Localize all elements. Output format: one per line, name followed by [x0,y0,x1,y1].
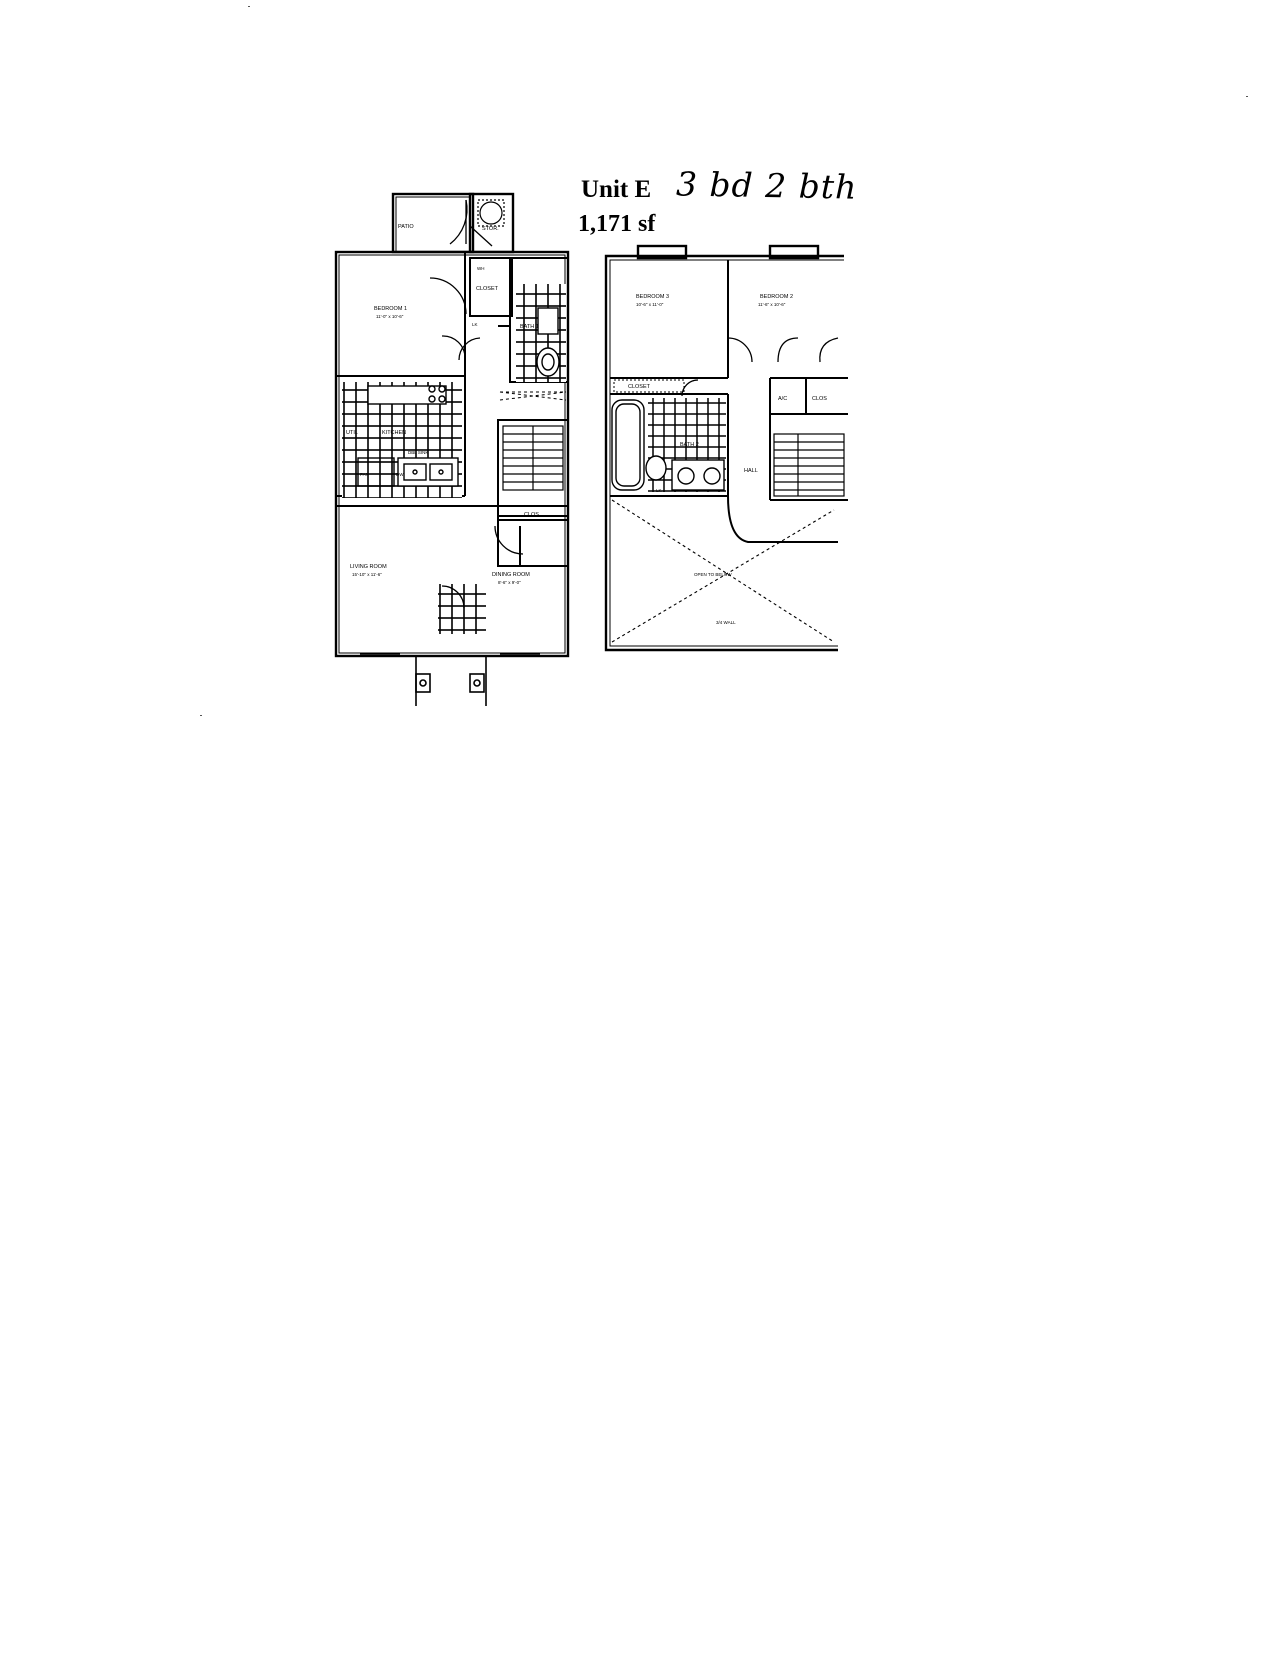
partial-wall-label: 3/4 WALL [716,620,736,625]
ac-label: A/C [778,396,787,402]
double-sink-label: DBL SINK [408,450,428,455]
linen-closet-label-level-2: LK [656,488,662,493]
closet-label-hall: CLOS [812,396,827,402]
handwritten-note: 3 bd 2 bth [675,164,858,207]
bedroom-2-label: BEDROOM 2 [760,294,793,300]
door-swings [429,199,524,609]
closet-label-level-1: CLOSET [476,286,499,292]
hall-label: HALL [744,468,758,474]
bath-2-fixtures [611,399,725,491]
kitchen-label: KITCHEN [382,430,406,436]
stairs-level-1 [502,425,564,491]
scan-speck [248,6,250,7]
scan-speck [1246,96,1248,97]
square-footage: 1,171 sf [578,211,656,237]
closet-shelf [613,379,685,393]
dishwasher-label: DW [396,472,404,477]
kitchen-fixtures [357,385,459,487]
utility-label: UTIL [346,430,358,436]
bedroom-1-dimensions: 11'-0" x 10'-6" [376,314,404,319]
floor-plan-level-2: BEDROOM 3 10'-6" x 11'-0" BEDROOM 2 11'-… [604,244,848,652]
dining-room-label: DINING ROOM [492,572,530,578]
beam-dashed [499,391,567,401]
open-to-below-marker [611,499,835,643]
living-room-label: LIVING ROOM [350,564,387,570]
bedroom-3-dimensions: 10'-6" x 11'-0" [636,302,664,307]
linen-closet-label: LK [472,322,478,327]
closet-label-level-2: CLOSET [628,384,651,390]
storage-label: STOR. [482,226,499,232]
patio-label: PATIO [398,224,414,230]
living-room-dimensions: 15'-10" x 11'-6" [352,572,382,577]
bedroom-1-label: BEDROOM 1 [374,306,407,312]
wh-label: WH [477,266,485,271]
floor-plan-level-1: PATIO STOR. WH CLOSET BEDROOM 1 11'-0" x… [334,192,570,706]
bedroom-3-label: BEDROOM 3 [636,294,669,300]
dining-room-dimensions: 8'-6" x 9'-0" [498,580,521,585]
bath-2-label: BATH 2 [680,442,699,448]
door-swings-level-2 [681,337,839,397]
bath-1-fixtures [536,307,560,377]
interior-walls-level-2 [610,260,848,543]
front-porch [415,656,487,706]
closet-label-entry: CLOS [524,512,539,518]
unit-label: Unit E [581,176,652,203]
pantry-label: PAN [360,472,369,477]
open-to-below-label: OPEN TO BELOW [694,572,732,577]
water-heater [477,199,505,227]
bath-1-label: BATH 1 [520,324,539,330]
stairs-level-2 [773,433,845,497]
scan-speck [200,715,202,716]
bedroom-2-dimensions: 11'-6" x 10'-6" [758,302,786,307]
